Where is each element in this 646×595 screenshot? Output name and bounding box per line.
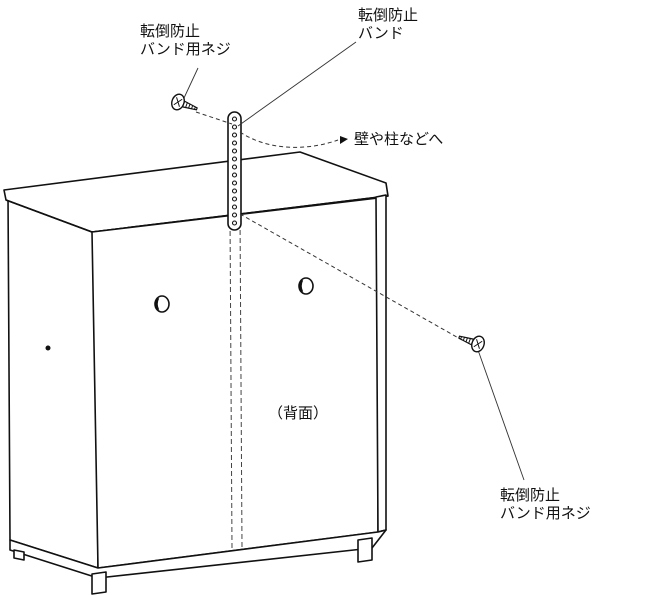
leader-lines: [183, 41, 525, 481]
label-back-face: （背面）: [268, 404, 329, 422]
cabinet-left-side: [7, 194, 99, 569]
label-band-top: 転倒防止 バンド: [358, 6, 418, 42]
leader-band: [237, 41, 357, 127]
guide-screw-bottom: [239, 213, 463, 341]
side-panel-pin: [45, 345, 51, 351]
anti-tip-band: [227, 111, 242, 231]
leader-screw-bottom: [477, 349, 525, 481]
back-panel-holes: [154, 277, 314, 313]
hole-left: [154, 295, 170, 313]
label-screw-top-left-line1: 転倒防止: [140, 22, 201, 40]
label-screw-bottom-right: 転倒防止 バンド用ネジ: [500, 486, 591, 522]
cabinet-foot-front: [91, 571, 107, 595]
screw-top-left: [171, 93, 198, 111]
screw-bottom-right: [458, 335, 485, 353]
label-screw-bottom-right-line1: 転倒防止: [500, 486, 561, 504]
label-to-wall: 壁や柱などへ: [354, 130, 444, 148]
cabinet-right-side: [375, 194, 387, 533]
to-wall-arrow: [340, 136, 348, 144]
label-screw-top-left: 転倒防止 バンド用ネジ: [140, 22, 231, 58]
leader-screw-top: [183, 67, 199, 99]
label-screw-bottom-right-line2: バンド用ネジ: [500, 504, 591, 522]
label-band-top-line2: バンド: [358, 24, 404, 42]
guide-screw-top: [195, 111, 233, 125]
guide-to-wall: [239, 131, 339, 148]
cabinet-foot-left: [13, 549, 25, 561]
guide-lines: [195, 111, 463, 341]
hole-right: [298, 277, 314, 295]
label-screw-top-left-line2: バンド用ネジ: [140, 40, 231, 58]
cabinet-back-panel: [91, 197, 379, 569]
label-band-top-line1: 転倒防止: [358, 6, 419, 24]
cabinet-foot-right: [357, 537, 373, 563]
cabinet: [3, 151, 389, 595]
